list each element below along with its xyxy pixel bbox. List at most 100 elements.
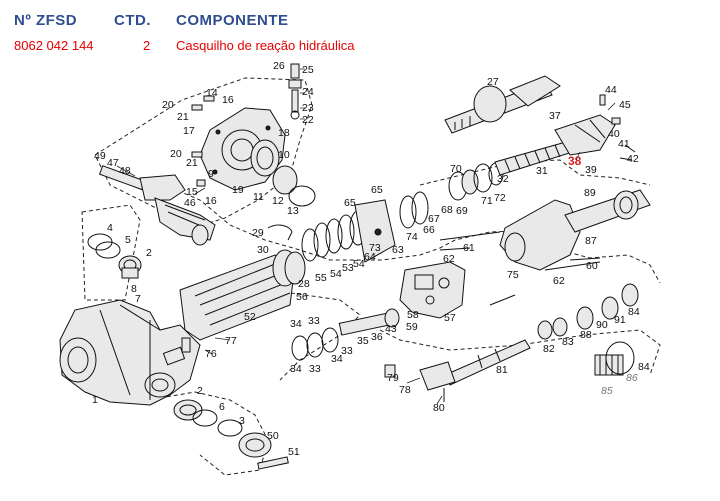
- callout-88: 88: [580, 329, 592, 341]
- callout-62: 62: [553, 275, 565, 287]
- callout-25: 25: [302, 64, 314, 76]
- callout-20: 20: [170, 148, 182, 160]
- sector-gear-rings: [448, 162, 504, 201]
- valve-block: [399, 261, 466, 319]
- callout-9: 9: [208, 168, 214, 180]
- callout-83: 83: [562, 336, 574, 348]
- callout-60: 60: [586, 260, 598, 272]
- callout-46: 46: [184, 197, 196, 209]
- callout-42: 42: [627, 153, 639, 165]
- small-fasteners: [181, 94, 636, 402]
- callout-34: 34: [331, 353, 343, 365]
- callout-38-highlighted: 38: [568, 154, 582, 168]
- callout-15: 15: [186, 186, 198, 198]
- callout-56: 56: [296, 291, 308, 303]
- part-component-value: Casquilho de reação hidráulica: [176, 38, 355, 53]
- callout-21: 21: [186, 157, 198, 169]
- callout-4: 4: [107, 222, 113, 234]
- callout-21: 21: [177, 111, 189, 123]
- callout-78: 78: [399, 384, 411, 396]
- callout-84: 84: [638, 361, 650, 373]
- callout-23: 23: [302, 102, 314, 114]
- bottom-rings: [173, 399, 289, 470]
- callout-32: 32: [497, 173, 509, 185]
- callout-30: 30: [257, 244, 269, 256]
- column-header-number: Nº ZFSD: [14, 12, 78, 29]
- part-quantity-value: 2: [143, 38, 151, 53]
- callout-76: 76: [205, 348, 217, 360]
- callout-73: 73: [369, 242, 381, 254]
- callout-61: 61: [463, 242, 475, 254]
- callout-64: 64: [364, 251, 376, 263]
- callout-28: 28: [298, 278, 310, 290]
- callout-72: 72: [494, 192, 506, 204]
- callout-33: 33: [309, 363, 321, 375]
- callout-33: 33: [308, 315, 320, 327]
- callout-69: 69: [456, 205, 468, 217]
- callout-80: 80: [433, 402, 445, 414]
- callout-58: 58: [407, 309, 419, 321]
- callout-29: 29: [252, 227, 264, 239]
- callout-24: 24: [302, 86, 314, 98]
- callout-17: 17: [183, 125, 195, 137]
- callout-37: 37: [549, 110, 561, 122]
- lower-shaft: [419, 339, 531, 391]
- callout-40: 40: [608, 128, 620, 140]
- callout-10: 10: [278, 149, 290, 161]
- callout-41: 41: [618, 138, 630, 150]
- callout-19: 19: [232, 184, 244, 196]
- callout-labels: 1 2 2 3 4 5 6 7 8 9 10 11 12 13 14 15 16…: [92, 60, 650, 458]
- callout-54: 54: [353, 258, 365, 270]
- callout-26: 26: [273, 60, 285, 72]
- callout-67: 67: [428, 213, 440, 225]
- column-header-quantity: CTD.: [114, 12, 151, 29]
- callout-16: 16: [222, 94, 234, 106]
- callout-16: 16: [205, 195, 217, 207]
- cylinder-body: [179, 249, 306, 341]
- callout-91: 91: [614, 314, 626, 326]
- callout-85: 85: [601, 385, 613, 397]
- callout-68: 68: [441, 204, 453, 216]
- callout-2: 2: [146, 247, 152, 259]
- callout-43: 43: [385, 323, 397, 335]
- callout-74: 74: [406, 231, 418, 243]
- callout-45: 45: [619, 99, 631, 111]
- callout-27: 27: [487, 76, 499, 88]
- callout-63: 63: [392, 244, 404, 256]
- callout-48: 48: [119, 165, 131, 177]
- callout-33: 33: [341, 345, 353, 357]
- callout-90: 90: [596, 319, 608, 331]
- callout-12: 12: [272, 195, 284, 207]
- callout-44: 44: [605, 84, 617, 96]
- valve-pin-stack: [288, 63, 305, 120]
- part-number-value: 8062 042 144: [14, 38, 94, 53]
- callout-6: 6: [219, 401, 225, 413]
- callout-47: 47: [107, 157, 119, 169]
- callout-66: 66: [423, 224, 435, 236]
- callout-13: 13: [287, 205, 299, 217]
- callout-77: 77: [225, 335, 237, 347]
- callout-34: 34: [290, 318, 302, 330]
- callout-11: 11: [253, 191, 264, 203]
- bushing-set: [537, 283, 639, 376]
- callout-3: 3: [239, 415, 245, 427]
- callout-89: 89: [584, 187, 596, 199]
- callout-53: 53: [342, 262, 354, 274]
- callout-51: 51: [288, 446, 300, 458]
- callout-71: 71: [481, 195, 493, 207]
- callout-22: 22: [302, 114, 314, 126]
- callout-86: 86: [626, 372, 638, 384]
- valve-housing: [199, 107, 316, 207]
- callout-2: 2: [197, 385, 203, 397]
- callout-31: 31: [536, 165, 548, 177]
- callout-20: 20: [162, 99, 174, 111]
- leader-lines: [116, 102, 616, 405]
- callout-18: 18: [278, 127, 290, 139]
- lower-seal-rings: [87, 233, 142, 279]
- callout-65: 65: [344, 197, 356, 209]
- callout-5: 5: [125, 234, 131, 246]
- callout-1: 1: [92, 394, 98, 406]
- callout-8: 8: [131, 283, 137, 295]
- callout-34: 34: [290, 363, 302, 375]
